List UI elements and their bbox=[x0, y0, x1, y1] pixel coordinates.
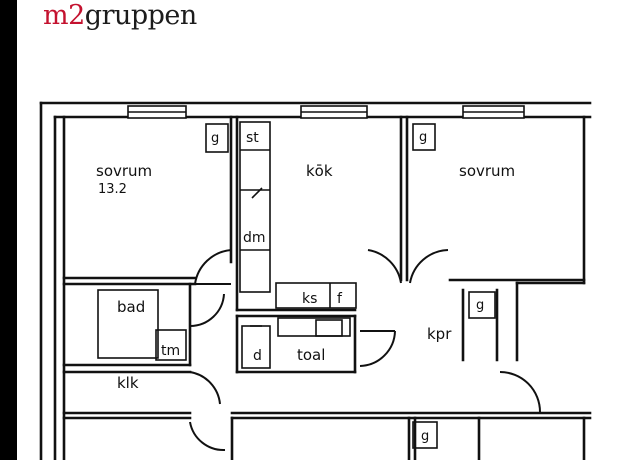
door-sovrum-left bbox=[194, 249, 232, 285]
label-kok: kōk bbox=[306, 162, 333, 180]
brand-logo-suffix: gruppen bbox=[84, 0, 198, 31]
doors bbox=[189, 249, 541, 452]
label-f: f bbox=[337, 291, 343, 307]
label-dm: dm bbox=[243, 230, 266, 246]
door-hall bbox=[499, 371, 541, 413]
left-black-band bbox=[0, 0, 17, 460]
label-g3: g bbox=[476, 298, 484, 313]
label-g4: g bbox=[421, 429, 429, 444]
closet-g2 bbox=[412, 123, 436, 151]
toilet-sink bbox=[277, 317, 351, 337]
door-kok bbox=[367, 249, 402, 284]
label-kpr: kpr bbox=[427, 325, 452, 343]
kitchen-bench bbox=[275, 282, 357, 309]
label-sovrum-left: sovrum bbox=[96, 162, 152, 180]
label-bad: bad bbox=[117, 298, 145, 316]
kitchen-counter bbox=[239, 121, 271, 293]
windows bbox=[127, 105, 525, 119]
label-ks: ks bbox=[302, 291, 317, 307]
fixtures bbox=[97, 121, 496, 449]
closet-g3 bbox=[468, 291, 496, 319]
label-klk: klk bbox=[117, 374, 139, 392]
label-toal: toal bbox=[297, 346, 325, 364]
label-g1: g bbox=[211, 131, 219, 146]
bathtub bbox=[97, 289, 159, 359]
washer bbox=[155, 329, 187, 361]
door-bad bbox=[189, 293, 225, 328]
door-lower bbox=[189, 421, 226, 452]
label-sovrum-right: sovrum bbox=[459, 162, 515, 180]
door-sovrum-right bbox=[409, 249, 449, 284]
brand-logo: m2gruppen bbox=[43, 0, 197, 31]
label-sovrum-left-area: 13.2 bbox=[98, 182, 127, 197]
brand-logo-prefix: m2 bbox=[43, 0, 85, 31]
closet-g1 bbox=[205, 123, 229, 153]
label-tm: tm bbox=[161, 343, 180, 359]
closet-g4 bbox=[412, 421, 438, 449]
door-toal bbox=[359, 330, 396, 367]
plan-walls bbox=[39, 101, 592, 460]
door-klk bbox=[189, 371, 221, 405]
label-g2: g bbox=[419, 130, 427, 145]
label-d: d bbox=[253, 348, 262, 364]
label-st: st bbox=[246, 130, 259, 146]
